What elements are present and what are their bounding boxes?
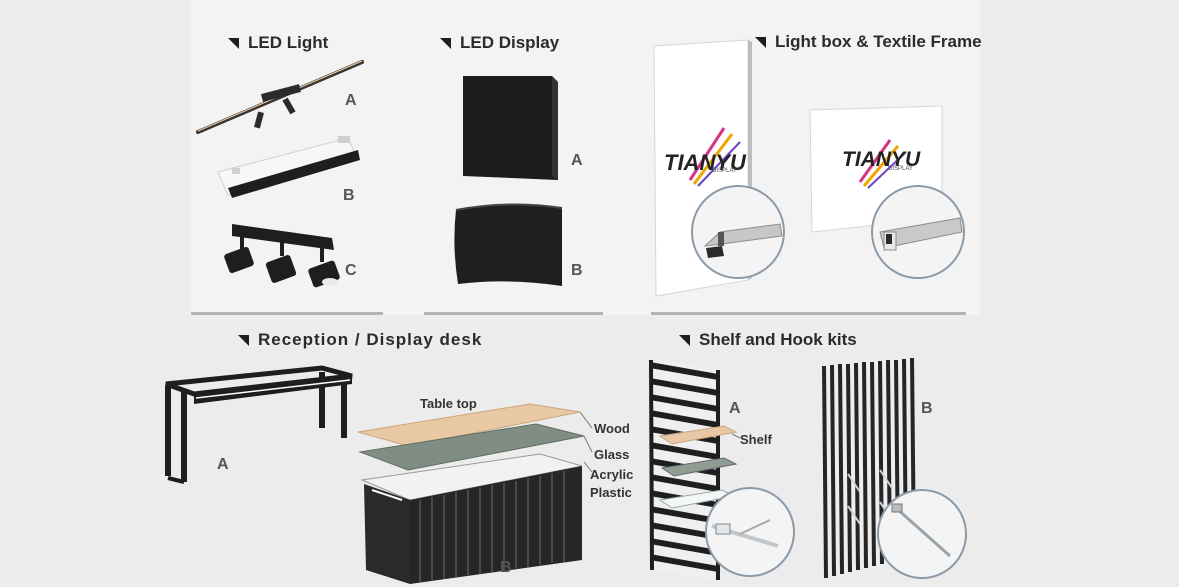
triangle-marker-icon — [238, 334, 249, 346]
led-light-title: LED Light — [248, 33, 329, 52]
reception-desk-label-b: B — [500, 559, 512, 576]
reception-desk-label-a: A — [217, 456, 229, 473]
divider-led-light — [191, 312, 383, 315]
light-box-heading: Light box & Textile Frame — [755, 32, 982, 52]
brand-name: TIANYU — [664, 150, 746, 175]
triangle-marker-icon — [440, 37, 451, 49]
shelf-label-a: A — [729, 400, 741, 417]
brand-name: TIANYU — [842, 148, 921, 171]
led-light-label-b: B — [343, 187, 355, 204]
shelf-hook-heading: Shelf and Hook kits — [679, 330, 857, 350]
tianyu-sub-tall: DISPLAY — [712, 168, 737, 174]
led-light-heading: LED Light — [228, 33, 328, 53]
table-top-label: Table top — [420, 396, 477, 411]
plastic-label: Plastic — [590, 485, 632, 500]
wood-label: Wood — [594, 421, 630, 436]
led-display-heading: LED Display — [440, 33, 559, 53]
triangle-marker-icon — [679, 334, 690, 346]
tianyu-logo-small: TIANYU — [842, 148, 920, 172]
tianyu-logo-tall: TIANYU — [664, 150, 746, 176]
reception-desk-heading: Reception / Display desk — [238, 330, 482, 350]
brand-sub: DISPLAY — [712, 168, 737, 174]
reception-desk-title: Reception / Display desk — [258, 330, 483, 349]
divider-light-box — [651, 312, 966, 315]
shelf-label-b: B — [921, 400, 933, 417]
shelf-hook-title: Shelf and Hook kits — [699, 330, 857, 349]
led-display-label-b: B — [571, 262, 583, 279]
tianyu-sub-small: DISPLAY — [888, 166, 913, 172]
shelf-label: Shelf — [740, 432, 772, 447]
brand-sub: DISPLAY — [888, 166, 913, 172]
divider-led-display — [424, 312, 603, 315]
triangle-marker-icon — [755, 36, 766, 48]
triangle-marker-icon — [228, 37, 239, 49]
led-light-label-c: C — [345, 262, 357, 279]
light-box-title: Light box & Textile Frame — [775, 32, 982, 51]
led-display-title: LED Display — [460, 33, 560, 52]
glass-label: Glass — [594, 447, 630, 462]
led-display-label-a: A — [571, 152, 583, 169]
led-light-label-a: A — [345, 92, 357, 109]
acrylic-label: Acrylic — [590, 467, 634, 482]
